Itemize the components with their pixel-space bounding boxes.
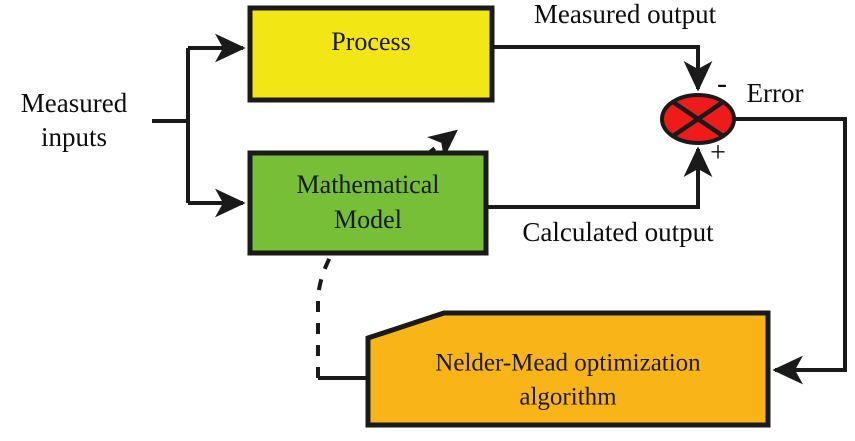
connector-model-to-junction bbox=[486, 146, 713, 209]
label-measured-inputs-line1: Measured bbox=[21, 88, 128, 118]
connection-layer bbox=[152, 33, 847, 385]
label-error: Error bbox=[747, 78, 804, 108]
block-optimizer[interactable]: Nelder-Mead optimization algorithm bbox=[365, 310, 771, 428]
label-measured-inputs-line2: inputs bbox=[41, 122, 107, 152]
block-mathematical-model-shape[interactable] bbox=[247, 150, 489, 256]
label-measured-output: Measured output bbox=[534, 0, 717, 29]
summing-junction[interactable] bbox=[660, 93, 736, 145]
block-optimizer-label-line2: algorithm bbox=[519, 384, 617, 411]
block-mathematical-model[interactable]: Mathematical Model bbox=[247, 150, 489, 256]
label-sign-plus: + bbox=[710, 137, 726, 168]
block-mathematical-model-label-line1: Mathematical bbox=[297, 170, 440, 199]
block-optimizer-shape[interactable] bbox=[365, 310, 771, 428]
summing-junction-cross-icon bbox=[670, 99, 726, 139]
label-sign-minus: - bbox=[717, 67, 727, 100]
label-calculated-output: Calculated output bbox=[522, 217, 714, 247]
block-process[interactable]: Process bbox=[247, 5, 495, 103]
connector-error-to-optimizer bbox=[734, 117, 847, 385]
block-process-shape[interactable] bbox=[247, 5, 495, 103]
block-optimizer-label-line1: Nelder-Mead optimization bbox=[435, 350, 701, 377]
connector-process-to-junction bbox=[492, 45, 713, 92]
block-mathematical-model-label-line2: Model bbox=[334, 205, 402, 234]
block-process-label: Process bbox=[331, 27, 410, 56]
